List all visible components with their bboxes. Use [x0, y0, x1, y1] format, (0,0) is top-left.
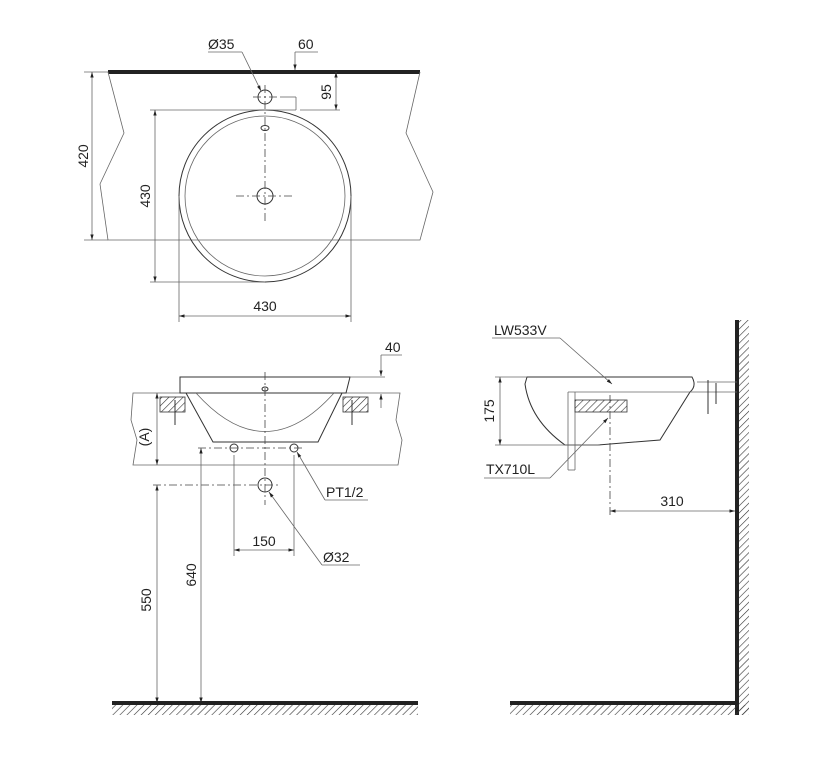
overflow-hole [260, 125, 270, 131]
basin-width-label: 430 [253, 298, 277, 314]
basin-rim [179, 376, 351, 394]
top-view: 420 430 430 95 Ø35 60 [75, 36, 434, 322]
basin-height-label: 175 [481, 399, 497, 423]
counter-thickness-label: (A) [136, 428, 152, 447]
bracket-model-label: TX710L [486, 461, 535, 477]
wall-hatch [739, 320, 749, 715]
supply-thread-label: PT1/2 [326, 484, 364, 500]
faucet-depth-label: 95 [318, 84, 334, 100]
side-view: LW533V TX710L 175 310 [481, 320, 749, 715]
drain-diameter-label: Ø32 [323, 549, 350, 565]
rim-height-label: 40 [385, 339, 401, 355]
faucet-offset-label: 60 [298, 36, 314, 52]
front-view: 40 (A) 550 640 150 PT1/2 Ø32 [112, 339, 418, 715]
basin-body [185, 392, 343, 443]
basin-depth-label: 430 [137, 184, 153, 208]
basin-model-label: LW533V [494, 322, 547, 338]
counter-outline [99, 71, 434, 241]
counter-depth-label: 420 [75, 144, 91, 168]
wall-distance-label: 310 [660, 493, 684, 509]
counter-section [130, 392, 403, 466]
basin-inner-rim [184, 115, 346, 277]
supply-height-label: 640 [183, 563, 199, 587]
bracket-block [574, 399, 628, 413]
bracket-block-left [159, 396, 186, 413]
floor-hatch [112, 705, 418, 715]
floor-hatch [510, 705, 749, 715]
supply-spacing-label: 150 [252, 533, 276, 549]
drain-height-label: 550 [138, 588, 154, 612]
bracket-block-right [342, 396, 369, 413]
faucet-hole-diameter-label: Ø35 [208, 36, 235, 52]
